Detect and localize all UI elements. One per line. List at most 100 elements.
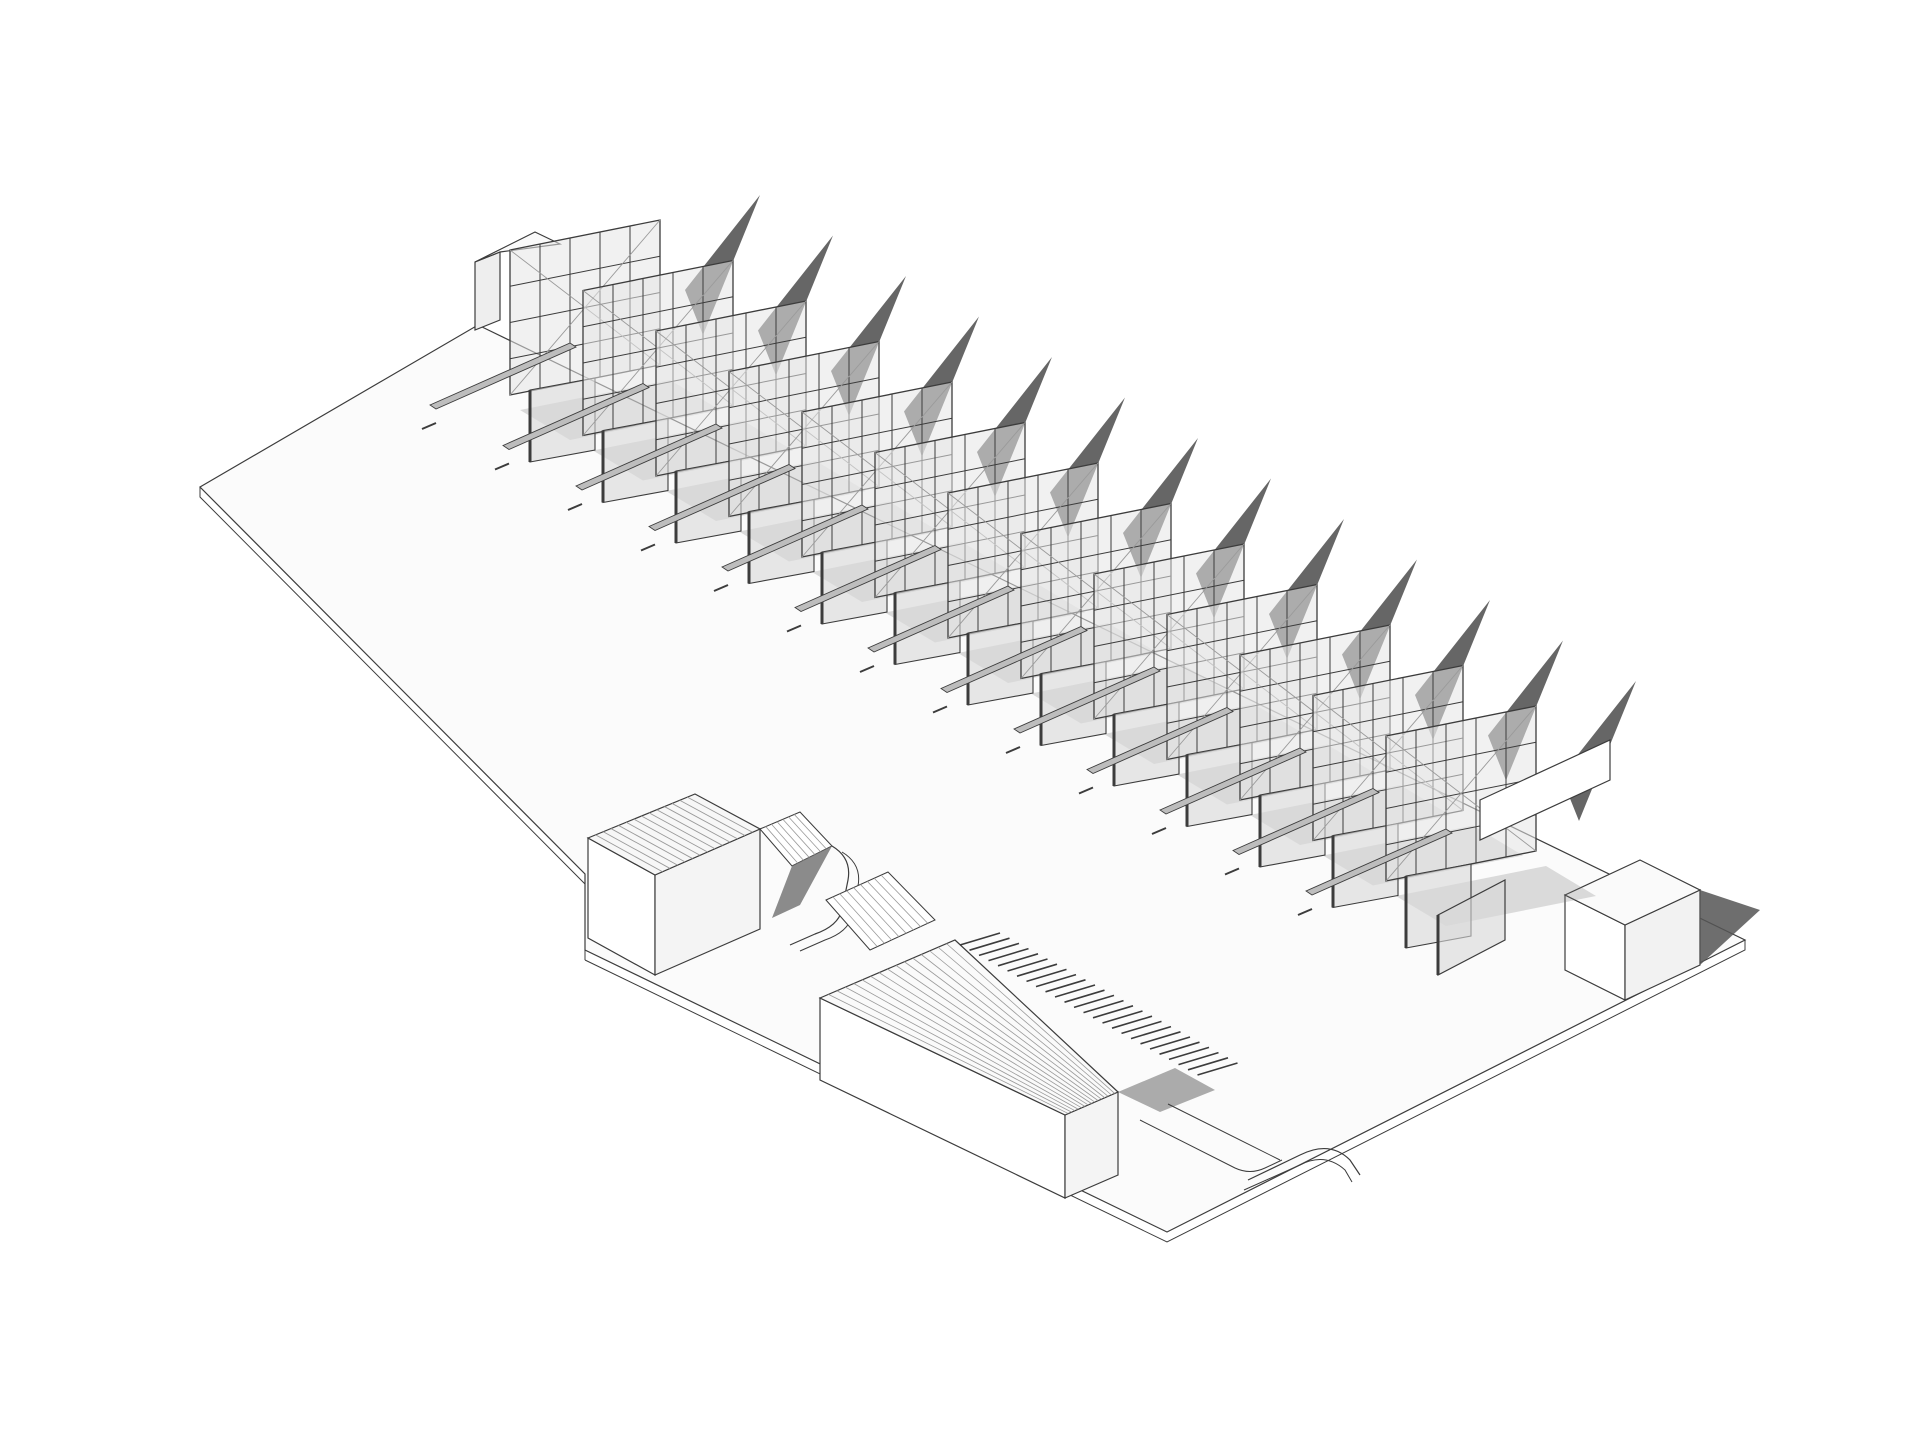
annex-b-fin [1083,999,1124,1014]
stair-hatch [846,890,892,941]
annex-a-slat [671,803,738,840]
rail-foot [932,705,948,714]
annex-b-roof-rib [878,972,1089,1106]
annex-b-roof-rib [853,983,1079,1110]
annex-b-fin [1035,973,1077,988]
annex-b-fin [1140,1031,1181,1045]
ground-rail [721,504,869,572]
annex-b-fin [1130,1025,1172,1040]
frame-transom [655,336,807,368]
annex-b-fin [1111,1015,1153,1029]
annex-b-roof-rib [937,946,1112,1096]
annex-b-roof-rib [946,943,1115,1094]
front-ramp [1247,1148,1361,1181]
annex-b-path [1139,1119,1283,1172]
annex-b-fin [1197,1062,1238,1076]
ground-rail [575,423,723,491]
annex-c-shadow [1700,890,1760,965]
annex-b-roof-rib [887,968,1092,1104]
annex-b-fin [959,932,1001,946]
annex-a-slat [618,825,686,863]
annex-b-fin [1045,979,1086,993]
rail-foot [786,624,802,633]
ground-rail [1159,747,1307,815]
annex-b-fin [1026,968,1067,983]
stair-hatch [839,893,885,944]
stair-hatch [832,896,878,947]
stair-hatch [873,877,921,927]
annex-a-slat [648,812,716,850]
rail-foot [1151,827,1167,835]
ground-rail [940,625,1088,694]
ground-rail [1013,666,1161,734]
annex-a-canopy-slat [776,821,810,858]
rail-foot [421,422,437,430]
annex-b-roof-rib [904,961,1099,1101]
ground-rail [794,544,942,613]
front-ramp-edge [1243,1159,1353,1191]
annex-b-roof-rib [929,950,1109,1097]
annex-b-roof-rib [870,975,1086,1107]
annex-b-fin [988,947,1029,962]
annex-b-roof-rib [912,957,1102,1100]
annex-a-shadow [772,846,832,918]
ground-rail [502,382,650,451]
annex-b-fin [1016,963,1058,977]
annex-a-slat [610,828,678,866]
annex-b-fin [1102,1010,1143,1024]
ground-rail [648,463,796,532]
ground-rail [1232,787,1380,856]
stair-hatch [853,887,900,937]
frame-transom [1020,539,1172,571]
annex-b-roof-rib [836,990,1072,1113]
annex-b-fin [1064,989,1105,1003]
rail-foot [713,584,729,592]
annex-d-side [474,251,501,331]
truss-frames [509,219,1611,976]
annex-a-slat [595,834,663,873]
annex-b-roof-rib [895,965,1096,1103]
rail-foot [494,462,510,471]
ground-rail [1086,706,1234,775]
frame-brace [1385,705,1537,882]
annex-a-slat [687,796,753,833]
frame-transom [509,255,661,287]
annex-a-canopy-slat [765,826,799,864]
frame-transom [1166,620,1318,652]
annex-a-slat [641,815,708,853]
ground-rails [421,342,1453,916]
annex-b-fin [1007,958,1048,972]
annex-a-slat [603,831,671,869]
annex-b-fin [997,953,1039,967]
annex-b-fin [1092,1005,1134,1019]
frame-transom [1312,701,1464,733]
annex-b-fin-shadow [1118,1068,1215,1112]
frame-transom [947,498,1099,530]
rail-foot [567,503,583,511]
frame-transom [801,417,953,449]
rail-foot [1078,786,1094,795]
frame-transom [1093,579,1245,611]
stair-hatch [860,884,907,934]
annex-a-canopy-slat [793,814,827,850]
end-beam [1479,739,1611,841]
annex-b-roof-rib [921,954,1105,1099]
frame-transom [874,458,1026,490]
rail-foot [1297,908,1313,916]
slab-edge-left [199,487,586,885]
annex-a-slat [633,818,701,856]
frame-transom [1239,660,1391,692]
ground-rail [429,342,577,410]
annex-b-fin [1149,1036,1191,1050]
rail-foot [1005,746,1021,754]
annex-buildings [474,231,1760,1199]
annex-a-slat [625,821,693,859]
annex-a-slat [679,799,746,836]
annex-b-fin [1178,1051,1219,1066]
frame-transom [728,377,880,409]
annex-a-slat [664,806,731,843]
annex-a-canopy-slat [782,819,816,855]
annex-b-roof-rib [861,979,1082,1109]
rail-foot [1224,867,1240,876]
